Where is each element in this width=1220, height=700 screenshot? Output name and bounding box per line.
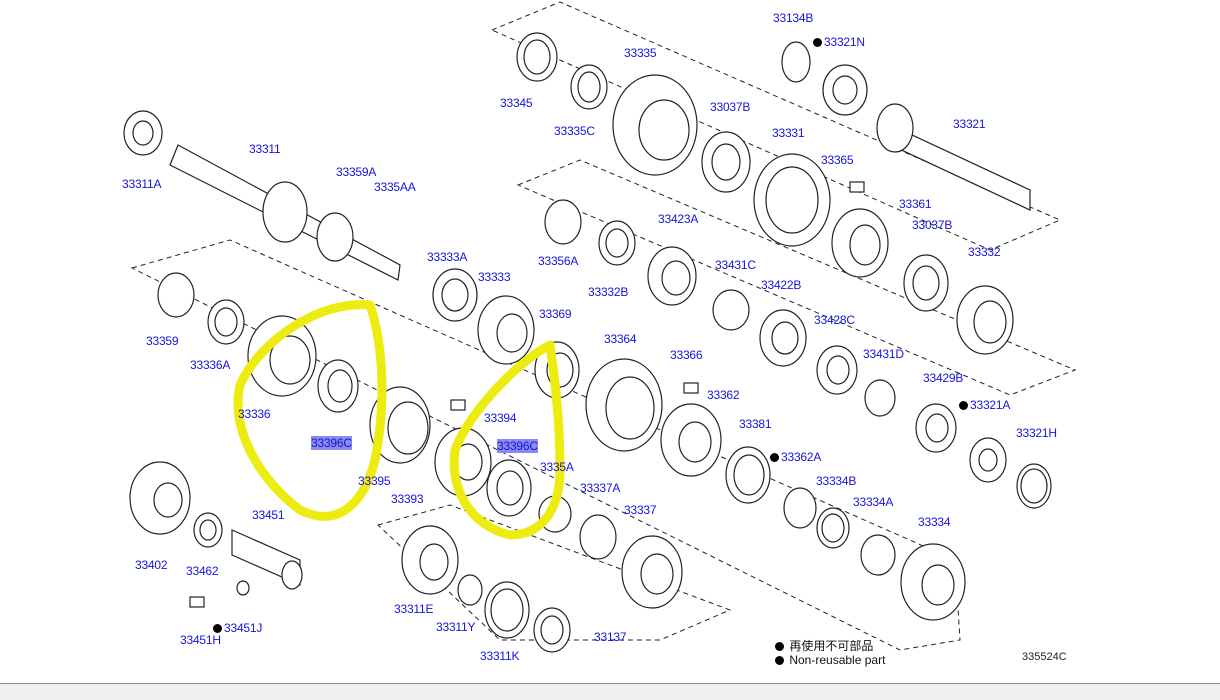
non-reusable-dot-icon (959, 401, 968, 410)
part-label-text: 33362A (781, 450, 822, 464)
part-label[interactable]: 33331 (772, 126, 805, 140)
part-label[interactable]: 33134B (773, 11, 814, 25)
part-label[interactable]: 33381 (739, 417, 772, 431)
part-label[interactable]: 33333A (427, 250, 468, 264)
legend-jp: 再使用不可部品 (775, 639, 873, 653)
legend-en-text: Non-reusable part (789, 653, 886, 667)
part-label-highlighted[interactable]: 33396C (311, 436, 352, 450)
part-label[interactable]: 33366 (670, 348, 703, 362)
part-label[interactable]: 33137 (594, 630, 627, 644)
part-label[interactable]: 33361 (899, 197, 932, 211)
part-label[interactable]: 33332B (588, 285, 629, 299)
non-reusable-dot-icon (775, 656, 784, 665)
part-label[interactable]: 33311 (249, 142, 281, 156)
part-label[interactable]: 33431D (863, 347, 904, 361)
part-label[interactable]: 33359 (146, 334, 179, 348)
diagram-code: 335524C (1022, 651, 1067, 663)
part-label[interactable]: 33332 (968, 245, 1001, 259)
part-label[interactable]: 33334A (853, 495, 894, 509)
legend-jp-text: 再使用不可部品 (789, 639, 874, 653)
part-label[interactable]: 33334B (816, 474, 857, 488)
part-label[interactable]: 33321A (959, 398, 1010, 412)
part-label[interactable]: 3335AA (374, 180, 416, 194)
part-label[interactable]: 33321N (813, 35, 865, 49)
parts-drawings (123, 32, 1052, 653)
part-label[interactable]: 33364 (604, 332, 637, 346)
part-label[interactable]: 33369 (539, 307, 572, 321)
part-label[interactable]: 33365 (821, 153, 854, 167)
part-label[interactable]: 33451H (180, 633, 221, 647)
part-label[interactable]: 33429B (923, 371, 964, 385)
part-label[interactable]: 33422B (761, 278, 802, 292)
part-label[interactable]: 33394 (484, 411, 517, 425)
part-label[interactable]: 33311Y (436, 620, 476, 634)
part-label[interactable]: 33335 (624, 46, 657, 60)
part-label[interactable]: 33311K (480, 649, 520, 663)
part-label[interactable]: 33345 (500, 96, 533, 110)
part-label-text: 33321N (824, 35, 865, 49)
part-label[interactable]: 33337 (624, 503, 657, 517)
non-reusable-dot-icon (775, 642, 784, 651)
part-label[interactable]: 33431C (715, 258, 756, 272)
dashed-group-middle (516, 159, 1077, 396)
part-label-text: 33451J (224, 621, 263, 635)
part-label[interactable]: 33359A (336, 165, 377, 179)
part-label[interactable]: 3335A (540, 460, 574, 474)
part-label[interactable]: 33336A (190, 358, 231, 372)
part-label[interactable]: 33462 (186, 564, 219, 578)
non-reusable-dot-icon (770, 453, 779, 462)
part-label[interactable]: 33395 (358, 474, 391, 488)
dashed-group-main (130, 239, 961, 651)
part-label[interactable]: 33335C (554, 124, 595, 138)
non-reusable-dot-icon (813, 38, 822, 47)
yellow-annotation-loops (233, 300, 565, 540)
non-reusable-dot-icon (213, 624, 222, 633)
part-label[interactable]: 33451J (213, 621, 262, 635)
part-label[interactable]: 33321 (953, 117, 986, 131)
part-label[interactable]: 33311E (394, 602, 434, 616)
part-label[interactable]: 33451 (252, 508, 285, 522)
part-label[interactable]: 33402 (135, 558, 168, 572)
part-label-highlighted[interactable]: 33396C (497, 439, 538, 453)
part-label[interactable]: 33356A (538, 254, 579, 268)
part-label[interactable]: 33037B (912, 218, 953, 232)
part-label[interactable]: 33362A (770, 450, 821, 464)
bottom-bar (0, 683, 1220, 700)
part-label[interactable]: 33311A (122, 177, 162, 191)
legend-en: Non-reusable part (775, 653, 885, 667)
part-label[interactable]: 33333 (478, 270, 511, 284)
part-label[interactable]: 33393 (391, 492, 424, 506)
part-label[interactable]: 33428C (814, 313, 855, 327)
part-label[interactable]: 33336 (238, 407, 271, 421)
part-label[interactable]: 33037B (710, 100, 751, 114)
part-label-text: 33321A (970, 398, 1011, 412)
part-label[interactable]: 33321H (1016, 426, 1057, 440)
part-label[interactable]: 33334 (918, 515, 951, 529)
part-label[interactable]: 33337A (580, 481, 621, 495)
part-label[interactable]: 33362 (707, 388, 740, 402)
part-label[interactable]: 33423A (658, 212, 699, 226)
